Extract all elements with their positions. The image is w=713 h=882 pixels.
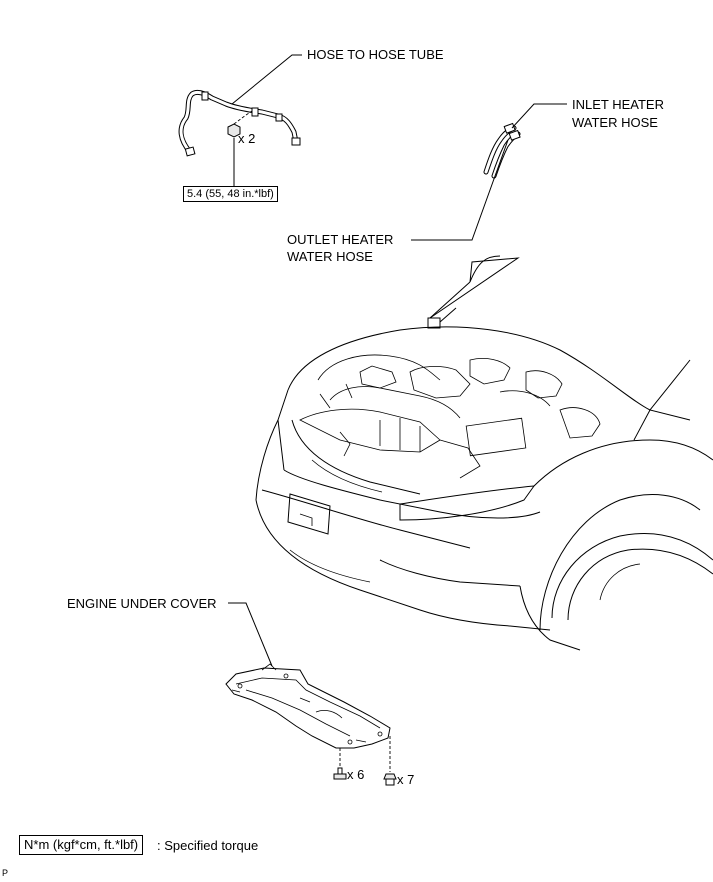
outlet-heater-label-line1: OUTLET HEATER [287,232,394,247]
legend-unit-box: N*m (kgf*cm, ft.*lbf) [19,835,144,855]
torque-spec-box: 5.4 (55, 48 in.*lbf) [183,186,278,202]
engine-under-cover-leader [228,602,273,667]
inlet-heater-leader [511,103,567,129]
vehicle-front-illustration [255,255,713,651]
bolt-icon [333,767,347,780]
outlet-heater-leader [411,139,509,241]
bolt-count: x 6 [347,767,365,782]
corner-mark: P [2,868,9,878]
engine-under-cover-label: ENGINE UNDER COVER [67,596,217,611]
hose-nut-count: x 2 [238,131,256,146]
heater-water-hose-part [483,122,521,179]
inlet-heater-label-line1: INLET HEATER [572,97,664,112]
legend-description: : Specified torque [157,838,259,853]
outlet-heater-label-line2: WATER HOSE [287,249,373,264]
clip-count: x 7 [397,772,415,787]
hose-to-hose-tube-label: HOSE TO HOSE TUBE [307,47,444,62]
hose-to-hose-tube-leader [231,54,302,105]
inlet-heater-label-line2: WATER HOSE [572,115,658,130]
hose-to-hose-tube-part [178,89,301,157]
engine-under-cover-part [225,663,391,749]
clip-icon [383,773,397,786]
